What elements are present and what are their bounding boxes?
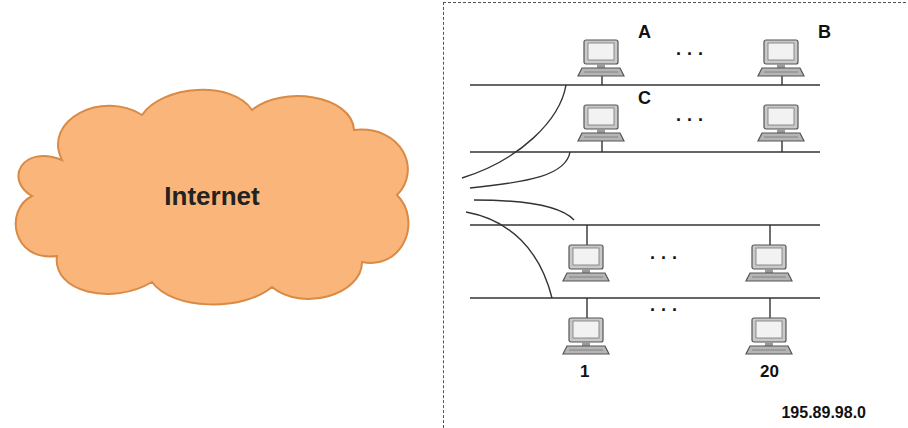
ellipsis-dots: · · · xyxy=(676,44,704,65)
ellipsis-dots: · · · xyxy=(650,248,678,269)
cloud-label: Internet xyxy=(164,181,259,212)
internet-cloud: Internet xyxy=(2,80,422,312)
host-label: 1 xyxy=(580,362,589,382)
ellipsis-dots: · · · xyxy=(650,300,678,321)
host-label: 20 xyxy=(760,362,779,382)
host-label: B xyxy=(818,22,831,43)
host-label: C xyxy=(638,88,651,109)
host-label: A xyxy=(638,22,651,43)
network-address: 195.89.98.0 xyxy=(781,404,866,422)
ellipsis-dots: · · · xyxy=(676,110,704,131)
network-region: 195.89.98.0 xyxy=(443,2,906,428)
